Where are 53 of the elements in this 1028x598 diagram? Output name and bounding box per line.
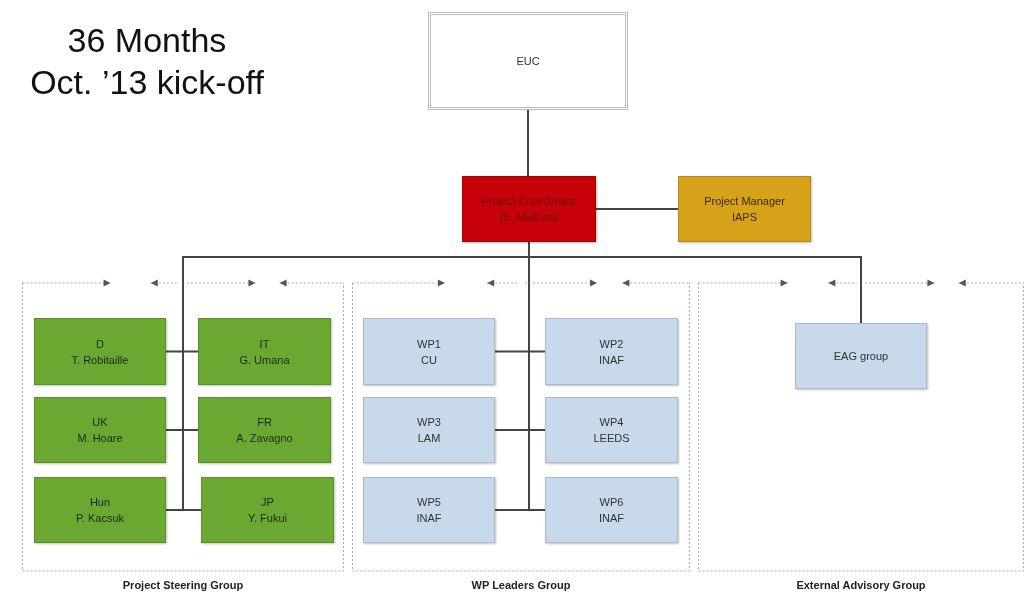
box-text: A. Zavagno bbox=[236, 431, 293, 446]
coordinator-box bbox=[462, 176, 596, 242]
box-text: WP2 bbox=[599, 336, 624, 352]
box-text: IT bbox=[259, 336, 270, 352]
work-package-box bbox=[545, 318, 678, 385]
box-text: D bbox=[96, 336, 104, 352]
note-text: 36 Months bbox=[66, 20, 228, 60]
work-package-box bbox=[545, 397, 678, 463]
box-text: WP5 bbox=[417, 495, 441, 510]
box-text: G. Umana bbox=[239, 352, 290, 368]
group-title: Project Steering Group bbox=[121, 578, 245, 593]
work-package-box bbox=[363, 318, 495, 385]
work-package-box bbox=[795, 323, 927, 389]
box-text: JP bbox=[261, 495, 274, 510]
note-text: Oct. ’13 kick-off bbox=[29, 62, 265, 102]
member-box bbox=[198, 397, 331, 463]
box-text: EUC bbox=[516, 54, 540, 69]
member-box bbox=[201, 477, 334, 543]
member-box bbox=[34, 477, 166, 543]
group-title: WP Leaders Group bbox=[470, 578, 572, 593]
box-text: WP1 bbox=[417, 336, 441, 352]
box-text: WP3 bbox=[417, 415, 441, 430]
member-box bbox=[198, 318, 331, 385]
box-text: EAG group bbox=[833, 349, 889, 364]
box-text: Hun bbox=[89, 495, 111, 510]
box-text: WP4 bbox=[599, 415, 624, 430]
box-text: IAPS bbox=[731, 210, 758, 225]
box-text: WP6 bbox=[599, 495, 624, 510]
member-box bbox=[34, 318, 166, 385]
box-text: Y. Fukui bbox=[248, 511, 287, 526]
box-text: P. Kacsuk bbox=[75, 511, 125, 526]
box-text: (S. Molinari) bbox=[499, 210, 559, 225]
box-text: LAM bbox=[417, 431, 441, 446]
box-text: M. Hoare bbox=[77, 431, 123, 446]
manager-box bbox=[678, 176, 811, 242]
connector-line bbox=[527, 109, 529, 177]
work-package-box bbox=[363, 397, 495, 463]
box-text: Project Coordinator bbox=[481, 194, 577, 209]
box-text: UK bbox=[92, 415, 108, 430]
box-text: CU bbox=[421, 352, 437, 368]
top-box bbox=[428, 12, 628, 110]
box-text: INAF bbox=[416, 511, 442, 526]
box-text: T. Robitaille bbox=[71, 352, 129, 368]
member-box bbox=[34, 397, 166, 463]
box-text: FR bbox=[257, 415, 272, 430]
box-text: Project Manager bbox=[704, 194, 785, 209]
box-text: LEEDS bbox=[593, 431, 630, 446]
work-package-box bbox=[363, 477, 495, 543]
box-text: INAF bbox=[598, 511, 625, 526]
work-package-box bbox=[545, 477, 678, 543]
box-text: INAF bbox=[598, 352, 625, 368]
connector-line bbox=[595, 208, 679, 210]
group-title: External Advisory Group bbox=[795, 578, 927, 593]
